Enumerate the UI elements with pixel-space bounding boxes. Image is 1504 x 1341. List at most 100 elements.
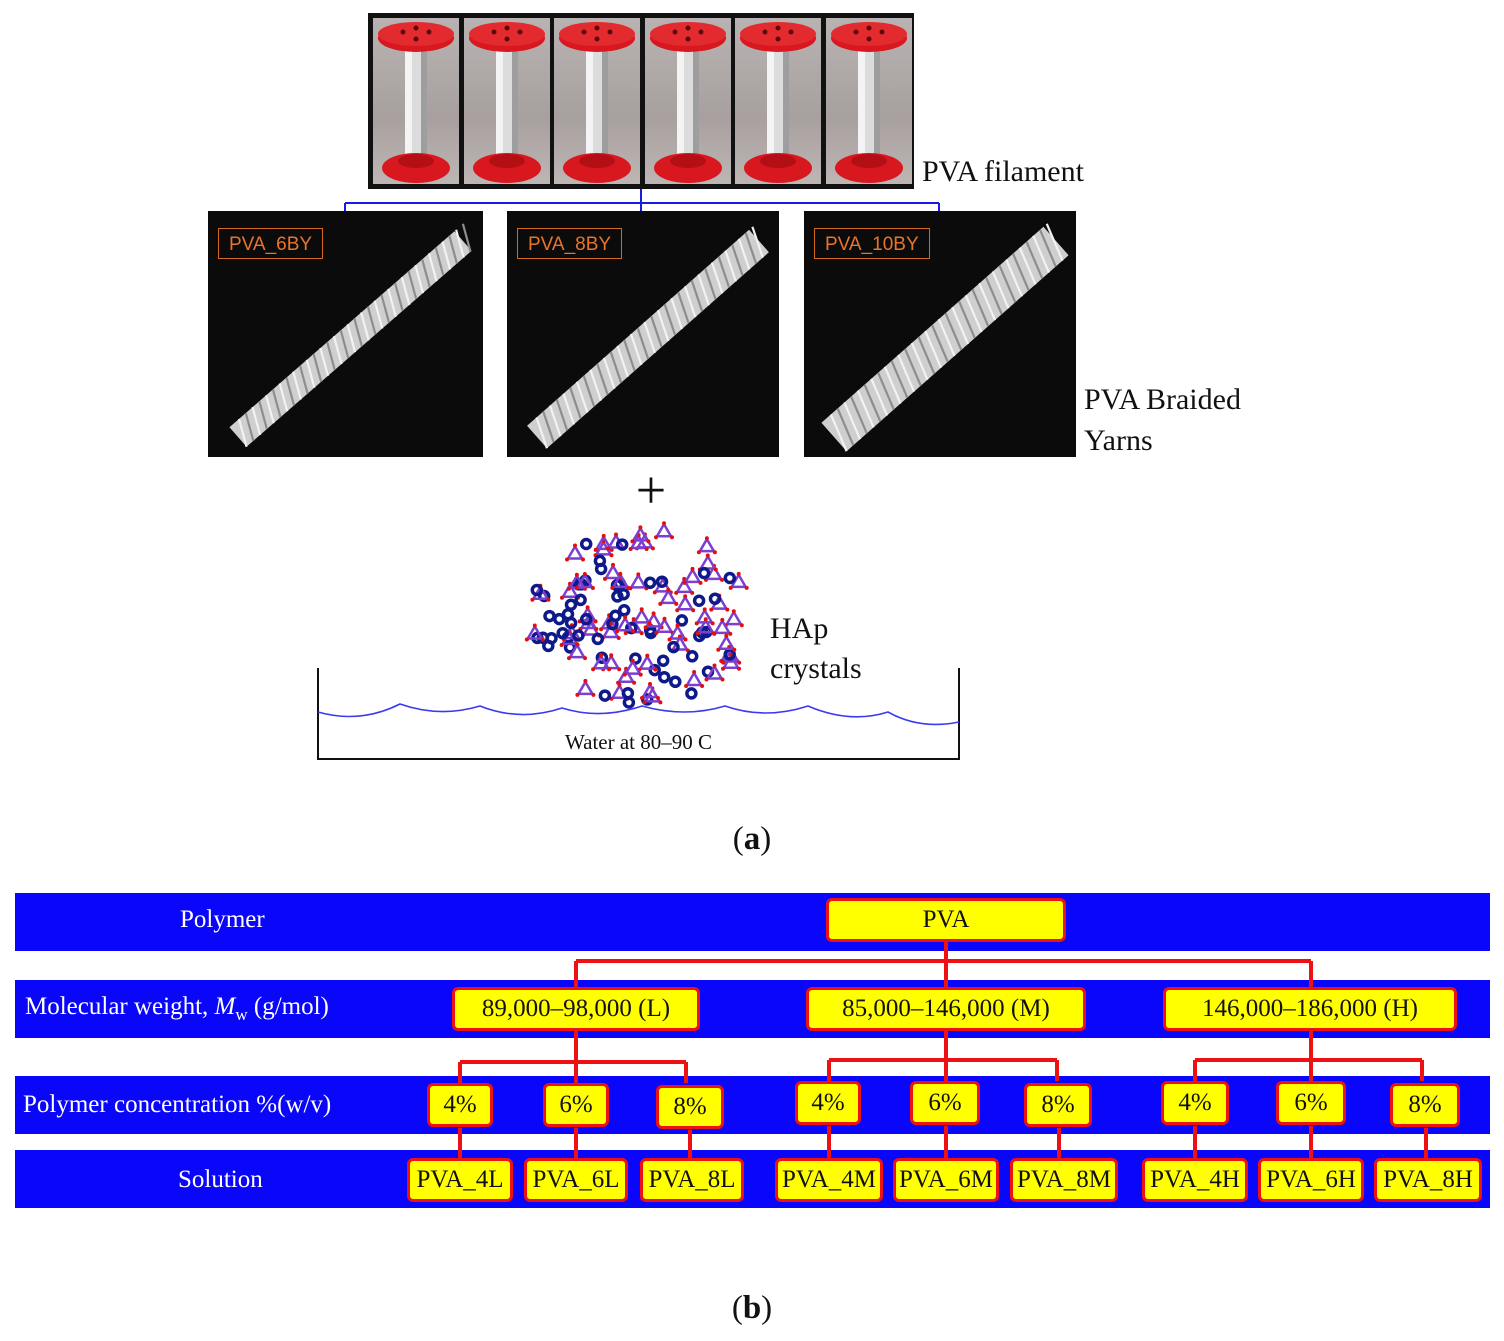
node-mw-m: 85,000–146,000 (M) [806,987,1086,1031]
calcium-ion [556,626,569,640]
row-label-concentration: Polymer concentration %(w/v) [23,1091,332,1118]
calcium-ion [572,629,585,642]
calcium-ion [685,650,699,663]
node-conc-6m: 6% [910,1081,980,1125]
calcium-ion [622,696,636,709]
calcium-ion [579,537,593,551]
calcium-ion [648,663,661,677]
caption-b-close: ) [761,1290,773,1326]
calcium-ion [697,566,711,580]
mw-subscript: w [235,1005,248,1024]
water-bath [317,668,960,760]
mw-suffix: (g/mol) [247,993,329,1020]
phosphate-group [524,623,545,642]
yarn-panel-8by: PVA_8BY [507,211,779,457]
calcium-ion [723,571,737,585]
spool-1 [373,18,459,184]
node-solution-8h: PVA_8H [1374,1158,1482,1202]
yarn-strands [821,223,1069,452]
phosphate-group [610,571,631,590]
phosphate-group [637,653,658,672]
phosphate-group [684,670,705,688]
calcium-ion [625,621,638,635]
phosphate-group [675,594,696,613]
row-label-molecular-weight: Molecular weight, Mw (g/mol) [25,992,329,1030]
caption-b: (b) [700,1288,804,1328]
plus-sign: + [635,460,667,520]
phosphate-group [575,678,596,697]
caption-b-open: ( [731,1290,743,1326]
yarn-tag-10by: PVA_10BY [814,228,930,259]
phosphate-group [622,658,643,677]
node-conc-8m: 8% [1024,1083,1092,1127]
node-conc-6h: 6% [1276,1081,1346,1125]
braided-yarn-8by [527,226,769,449]
spool-graphic [649,22,726,183]
calcium-ion [598,689,612,702]
calcium-ion [545,632,558,645]
spool-graphic [468,22,545,183]
node-solution-8l: PVA_8L [640,1158,744,1202]
calcium-ion [594,562,608,576]
phosphate-group [695,617,716,636]
spool-graphic [740,22,816,183]
filament-to-yarn-connector [344,189,940,211]
calcium-ion [561,607,575,621]
phosphate-group [674,576,695,595]
connector-lines [344,189,940,211]
spool-graphic [830,22,907,183]
spool-3 [554,18,640,184]
water-temperature-label: Water at 80–90 C [564,730,713,754]
calcium-ion [617,587,630,601]
calcium-ion [708,592,722,605]
calcium-ion [530,583,544,597]
hap-crystals-cluster [524,521,749,709]
yarn-strands [527,226,769,449]
yarn-tag-8by: PVA_8BY [517,228,623,259]
caption-a-letter: a [743,821,761,857]
phosphate-group [654,521,674,540]
hap-label-line2: crystals [770,652,862,685]
node-solution-6h: PVA_6H [1258,1158,1364,1202]
calcium-ion [629,652,642,665]
node-conc-4h: 4% [1161,1081,1229,1125]
phosphate-group [630,525,651,544]
yarn-panel-6by: PVA_6BY [208,211,483,457]
node-conc-4l: 4% [427,1083,493,1127]
band-polymer [15,893,1490,951]
node-root-pva: PVA [826,898,1066,942]
phosphate-group [721,652,741,671]
node-conc-8h: 8% [1390,1083,1460,1127]
yarn-panel-10by: PVA_10BY [804,211,1076,457]
calcium-ion [595,651,609,664]
node-solution-8m: PVA_8M [1010,1158,1118,1202]
spool-6 [825,18,912,184]
calcium-ion [656,654,670,667]
calcium-ion [543,609,556,623]
caption-a-open: ( [732,821,744,857]
phosphate-group [615,615,636,634]
node-conc-6l: 6% [543,1083,609,1127]
calcium-ion [611,590,624,603]
yarn-tag-6by: PVA_6BY [218,228,324,259]
spool-5 [735,18,821,184]
phosphate-group [565,543,585,562]
node-conc-4m: 4% [795,1081,861,1125]
pva-filament-spools-image [368,13,914,189]
calcium-ion [574,593,587,607]
calcium-ion [685,687,698,700]
pva-filament-label: PVA filament [922,155,1084,188]
phosphate-group [696,536,717,555]
mw-symbol: M [214,993,236,1020]
braided-yarns-label-line2: Yarns [1084,424,1153,457]
hap-label-line1: HAp [770,612,829,645]
calcium-ion [657,670,671,684]
calcium-ion [591,632,605,646]
calcium-ion [675,614,689,627]
node-solution-4h: PVA_4H [1142,1158,1248,1202]
node-solution-4l: PVA_4L [407,1158,513,1202]
node-solution-4m: PVA_4M [775,1158,883,1202]
braided-yarn-6by [229,223,472,448]
phosphate-group [667,623,688,642]
node-solution-6m: PVA_6M [893,1158,999,1202]
